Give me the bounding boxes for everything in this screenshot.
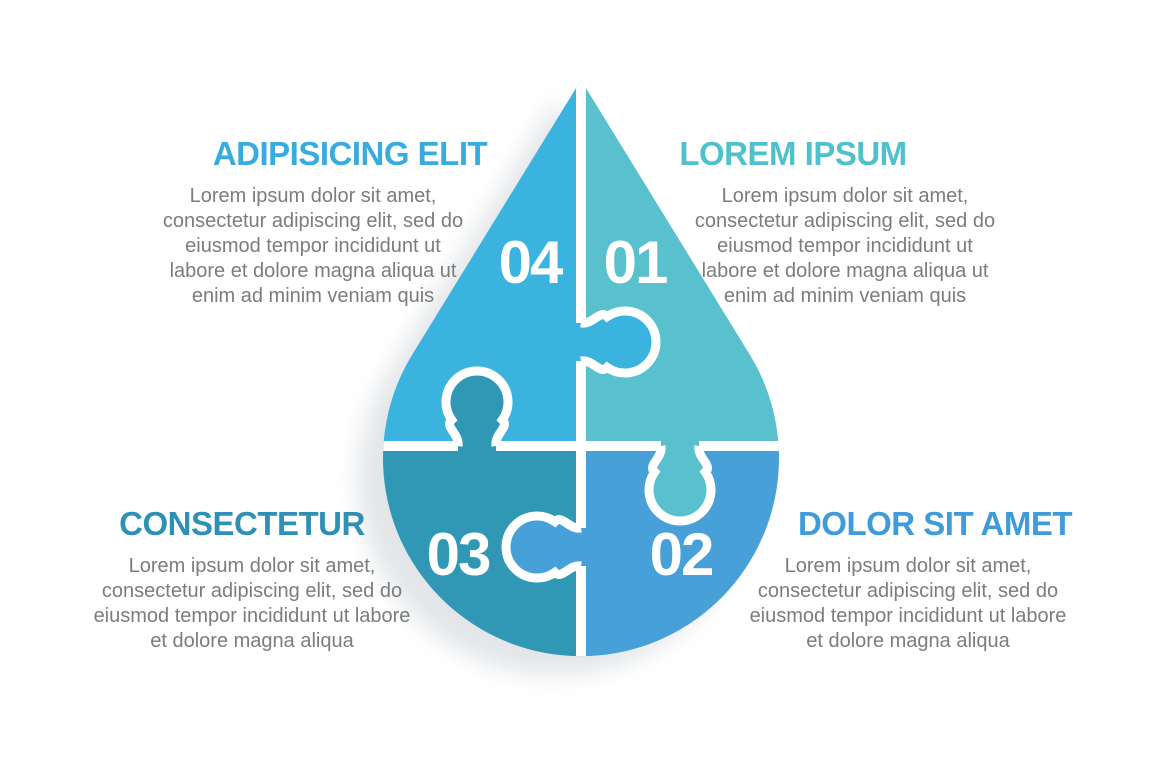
segment-03-body: Lorem ipsum dolor sit amet, consectetur a… (52, 554, 452, 654)
knob-01-down-fill (649, 434, 711, 521)
body-line: consectetur adipiscing elit, sed do (694, 210, 996, 232)
knob-03-up-fill (446, 371, 508, 458)
knob-04-right-fill (569, 311, 656, 373)
body-line: eiusmod tempor incididunt ut (717, 235, 973, 257)
knob-02-left-outline (501, 511, 582, 583)
body-line: Lorem ipsum dolor sit amet, (784, 555, 1032, 577)
body-line: consectetur adipiscing elit, sed do (101, 580, 403, 602)
body-line: eiusmod tempor incididunt ut labore (749, 605, 1067, 627)
body-line: labore et dolore magna aliqua ut (169, 260, 457, 282)
body-line: et dolore magna aliqua (806, 630, 1010, 652)
knob-03-up-outline (441, 366, 513, 447)
segment-04-number: 04 (498, 229, 564, 296)
body-line: Lorem ipsum dolor sit amet, (189, 185, 437, 207)
segment-04-body: Lorem ipsum dolor sit amet, consectetur a… (113, 184, 513, 309)
body-line: labore et dolore magna aliqua ut (701, 260, 989, 282)
segment-03-number: 03 (426, 521, 492, 588)
body-line: eiusmod tempor incididunt ut (185, 235, 441, 257)
segment-02-heading: DOLOR SIT AMET (797, 505, 1073, 542)
body-line: consectetur adipiscing elit, sed do (162, 210, 464, 232)
knob-01-down-outline (644, 445, 716, 526)
segment-01-heading: LOREM IPSUM (679, 135, 907, 172)
segment-03-heading: CONSECTETUR (119, 505, 365, 542)
knob-02-left-fill (506, 516, 593, 579)
body-line: eiusmod tempor incididunt ut labore (93, 605, 411, 627)
segment-04-heading: ADIPISICING ELIT (212, 135, 488, 172)
knob-04-right-outline (580, 306, 661, 378)
segment-01-number: 01 (603, 229, 669, 296)
body-line: enim ad minim veniam quis (191, 285, 435, 307)
body-line: consectetur adipiscing elit, sed do (757, 580, 1059, 602)
segment-02-body: Lorem ipsum dolor sit amet, consectetur a… (708, 554, 1108, 654)
body-line: Lorem ipsum dolor sit amet, (128, 555, 376, 577)
body-line: Lorem ipsum dolor sit amet, (721, 185, 969, 207)
body-line: enim ad minim veniam quis (723, 285, 967, 307)
body-line: et dolore magna aliqua (150, 630, 354, 652)
segment-01-body: Lorem ipsum dolor sit amet, consectetur a… (645, 184, 1045, 309)
segment-02-number: 02 (649, 521, 715, 588)
